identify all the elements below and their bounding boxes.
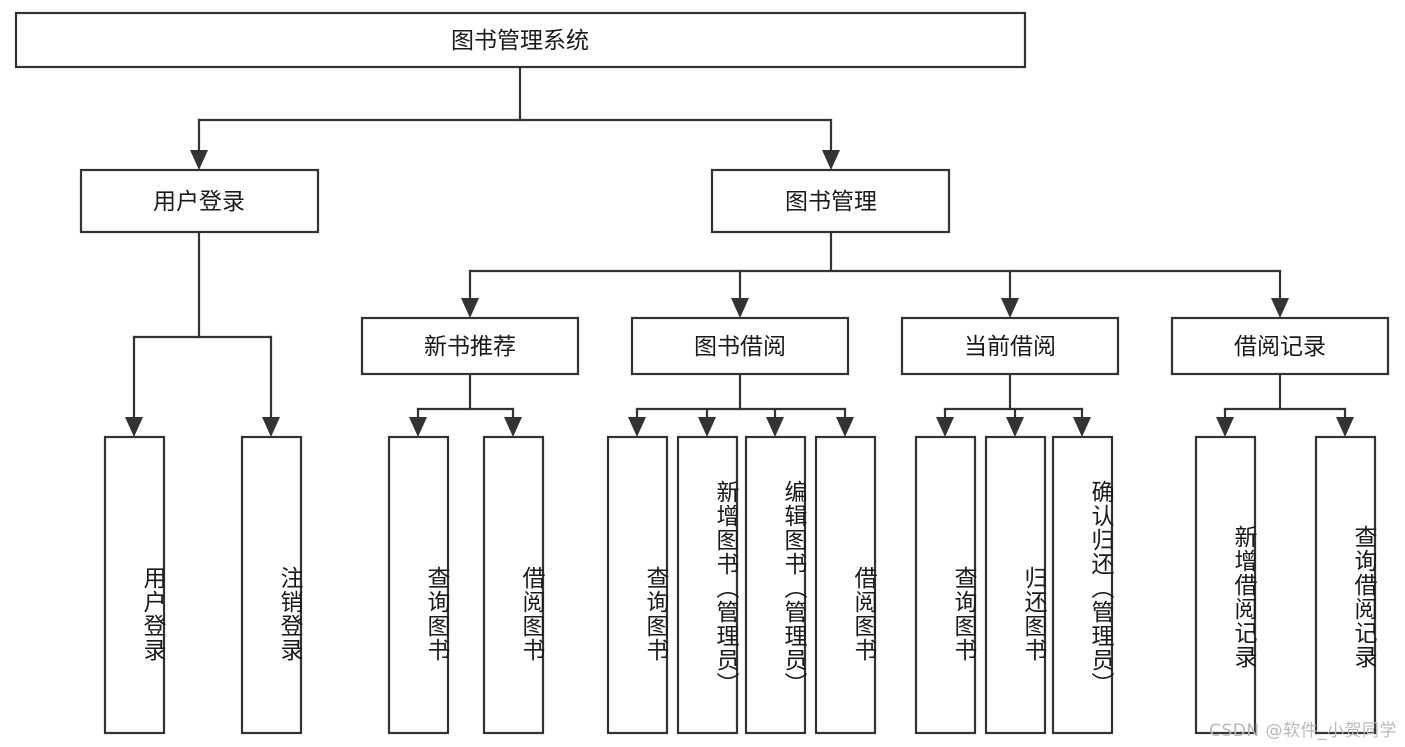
arrow-icon <box>409 417 427 437</box>
node-current-borrow-label: 当前借阅 <box>964 334 1056 360</box>
arrow-icon <box>628 417 646 437</box>
arrow-icon <box>731 298 749 318</box>
node-leaf-query-book-3[interactable] <box>914 435 977 735</box>
arrow-icon <box>461 298 479 318</box>
arrow-icon <box>1001 298 1019 318</box>
node-leaf-user-login[interactable] <box>103 435 166 735</box>
arrow-icon <box>698 417 716 437</box>
node-leaf-return-book[interactable] <box>984 435 1047 735</box>
node-leaf-edit-book[interactable] <box>744 435 807 735</box>
arrow-icon <box>1073 417 1091 437</box>
node-book-manage-label: 图书管理 <box>785 189 877 215</box>
node-borrow-record[interactable] <box>1170 316 1390 376</box>
node-leaf-query-book-2[interactable] <box>606 435 669 735</box>
arrow-icon <box>1006 417 1024 437</box>
node-leaf-query-record[interactable] <box>1314 435 1377 735</box>
node-leaf-query-book-1[interactable] <box>387 435 450 735</box>
arrow-icon <box>936 417 954 437</box>
node-leaf-borrow-book-1[interactable] <box>482 435 545 735</box>
node-user-login-label: 用户登录 <box>153 189 245 215</box>
node-user-login[interactable] <box>79 168 320 234</box>
node-new-book-recommend[interactable] <box>360 316 580 376</box>
arrow-icon <box>1271 298 1289 318</box>
arrow-icon <box>836 417 854 437</box>
node-leaf-add-record[interactable] <box>1194 435 1257 735</box>
arrow-icon <box>1216 417 1234 437</box>
node-leaf-logout-login[interactable] <box>240 435 303 735</box>
arrow-icon <box>262 417 280 437</box>
node-leaf-borrow-book-2[interactable] <box>814 435 877 735</box>
node-book-borrow[interactable] <box>630 316 850 376</box>
node-book-manage[interactable] <box>710 168 951 234</box>
node-book-borrow-label: 图书借阅 <box>694 334 786 360</box>
node-current-borrow[interactable] <box>900 316 1120 376</box>
node-root-label: 图书管理系统 <box>451 28 589 54</box>
node-borrow-record-label: 借阅记录 <box>1234 334 1326 360</box>
node-leaf-confirm-return[interactable] <box>1051 435 1114 735</box>
arrow-icon <box>504 417 522 437</box>
arrow-icon <box>125 417 143 437</box>
node-new-book-recommend-label: 新书推荐 <box>424 334 516 360</box>
arrow-icon <box>822 150 840 170</box>
arrow-icon <box>190 150 208 170</box>
arrow-icon <box>1336 417 1354 437</box>
node-leaf-add-book[interactable] <box>676 435 739 735</box>
node-root-book-management-system[interactable] <box>14 11 1027 69</box>
arrow-icon <box>766 417 784 437</box>
csdn-watermark: CSDN @软件_小贺同学 <box>1209 721 1397 741</box>
